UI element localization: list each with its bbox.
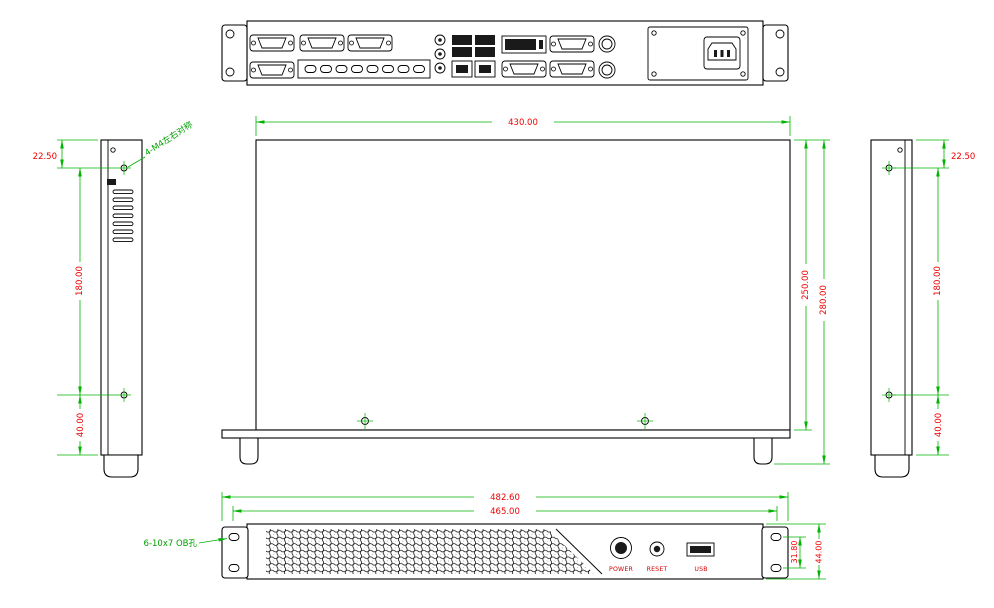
dim-hole-bottom-offset: 40.00 [76, 413, 86, 437]
rack-ear-left [221, 24, 248, 82]
ear-hole [775, 29, 785, 39]
rack-ear-right [761, 526, 789, 579]
annotation-leader [198, 538, 228, 544]
screw-icon [651, 71, 657, 77]
expansion-slot-bracket [297, 59, 431, 79]
chassis-cover [255, 139, 791, 431]
serial-port-icon [549, 60, 595, 78]
round-jacks [434, 34, 446, 74]
rear-view [221, 20, 789, 86]
dim-top-width: 430.00 [508, 118, 538, 128]
mounting-hole [117, 161, 131, 175]
chassis-foot [874, 454, 910, 478]
serial-port-icon [249, 61, 295, 79]
dvi-port [501, 35, 547, 54]
top-view: 430.00 250.00 280.00 [221, 116, 830, 465]
dim-hole-spacing: 180.00 [933, 266, 943, 296]
louver-slots [304, 65, 425, 73]
screw-icon [651, 30, 657, 36]
ear-hole [225, 29, 235, 39]
oblong-hole [770, 533, 782, 541]
oblong-hole [228, 564, 240, 572]
front-panel-edge [221, 429, 791, 439]
side-panel [870, 139, 913, 456]
annotation-leader [127, 156, 146, 168]
usb-label: USB [694, 566, 707, 573]
ear-hole [775, 67, 785, 77]
dim-hole-bottom-offset: 40.00 [934, 413, 944, 437]
usb-port [686, 542, 715, 557]
front-view: POWER RESET USB 482.60 465.00 31.80 4 [144, 492, 826, 580]
louver-slots [112, 189, 134, 243]
power-supply [647, 26, 749, 81]
serial-port-icon [299, 34, 345, 52]
rack-ear-right [762, 24, 789, 82]
oblong-hole [228, 533, 240, 541]
power-label: POWER [609, 566, 633, 573]
chassis-foot [753, 437, 773, 465]
right-side-view: 22.50 180.00 40.00 [870, 139, 975, 478]
dim-overall-height: 44.00 [815, 541, 824, 564]
vent-mesh [266, 529, 594, 574]
rack-ear-left [221, 526, 249, 579]
reset-label: RESET [647, 566, 668, 573]
dim-hole-spacing: 180.00 [75, 266, 85, 296]
vga-port-icon [501, 60, 547, 78]
dim-top-depth-overall: 280.00 [819, 285, 829, 315]
ear-hole-annotation: 6-10x7 OB孔 [144, 539, 198, 549]
dim-mounting-width: 465.00 [490, 507, 520, 517]
chassis-foot [103, 454, 139, 478]
dim-top-depth: 250.00 [801, 270, 811, 300]
bezel-diagonal [555, 528, 603, 575]
serial-port-icon [249, 34, 295, 52]
ear-hole [897, 147, 903, 153]
side-slot [107, 179, 116, 185]
power-inlet [703, 36, 741, 70]
screw-hole [357, 413, 373, 429]
power-button [610, 537, 632, 559]
usb-ports [452, 35, 495, 57]
reset-button [649, 541, 665, 557]
dim-hole-top-offset: 22.50 [951, 152, 975, 162]
screw-icon [740, 30, 746, 36]
dim-hole-top-offset: 22.50 [33, 152, 57, 162]
screw-icon [740, 71, 746, 77]
dim-overall-width: 482.60 [490, 493, 520, 503]
ps2-ports [598, 35, 616, 79]
ear-hole [225, 67, 235, 77]
side-panel [100, 139, 143, 456]
screw-hole [637, 413, 653, 429]
ear-hole [110, 147, 116, 153]
mounting-hole [117, 388, 131, 402]
serial-port-icon [347, 34, 393, 52]
lan-ports [451, 60, 496, 78]
chassis-foot [239, 437, 259, 465]
dim-hole-spacing-height: 31.80 [790, 541, 799, 564]
oblong-hole [770, 564, 782, 572]
serial-port-icon [549, 35, 595, 53]
